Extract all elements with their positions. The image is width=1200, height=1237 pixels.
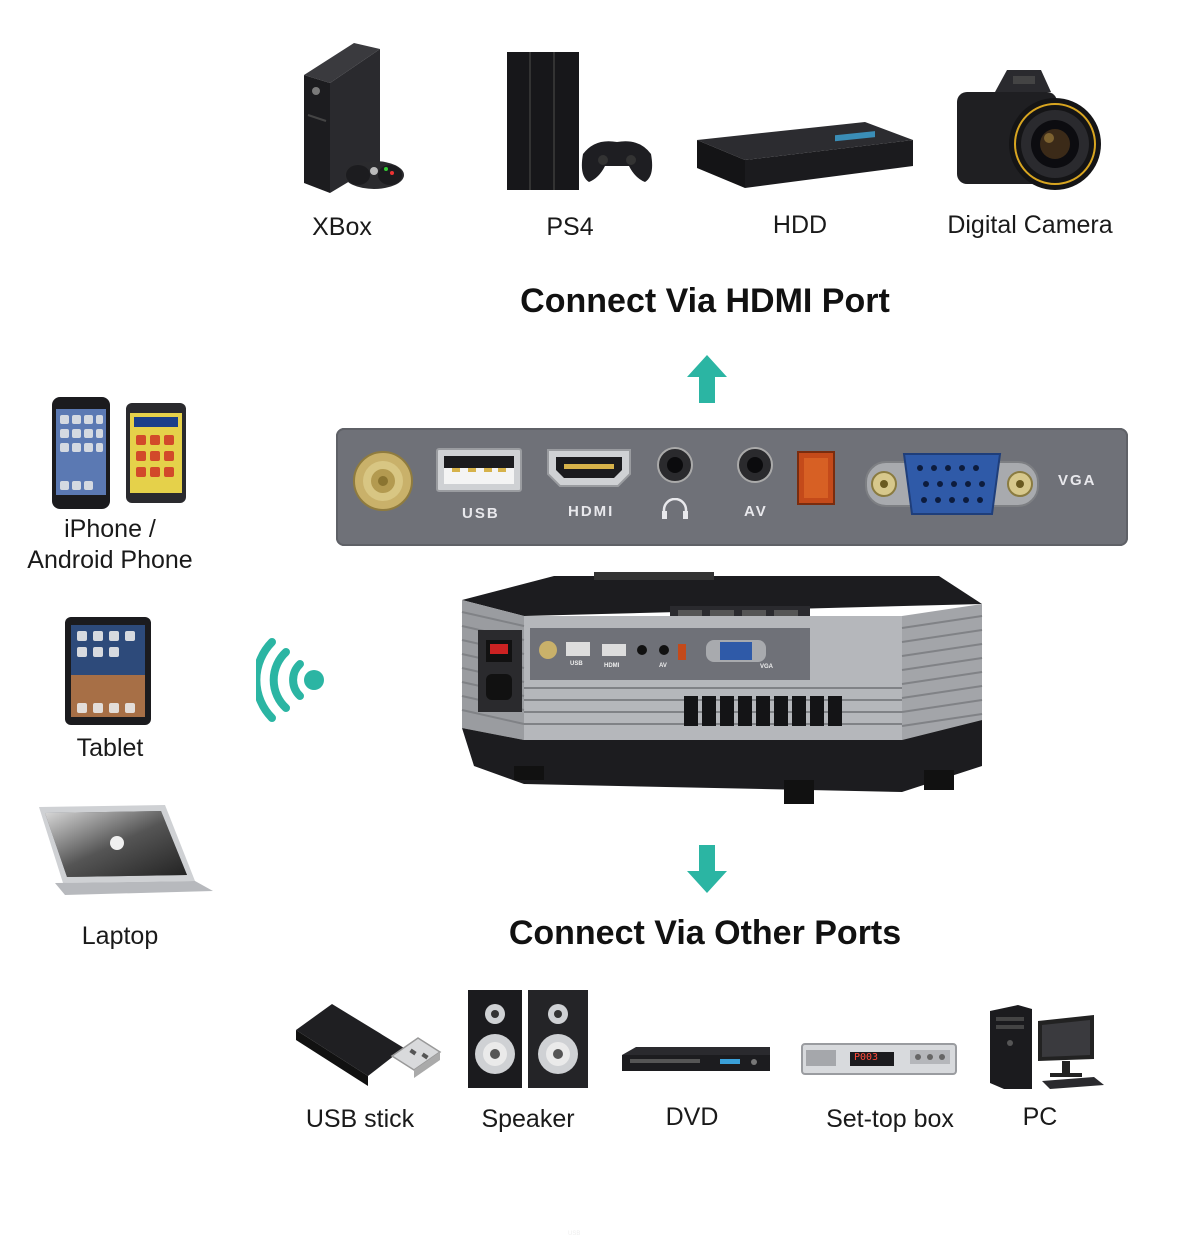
speaker-label: Speaker — [481, 1105, 575, 1133]
ps4-console-icon — [507, 52, 653, 190]
dvd-player-icon — [622, 1047, 770, 1071]
usb-stick-image — [292, 1000, 442, 1092]
speaker-icon — [468, 990, 588, 1088]
tablet-image — [63, 615, 153, 727]
hdd-box-icon — [697, 122, 913, 188]
mini-vga-text: VGA — [760, 664, 774, 670]
arrow-up-icon — [685, 353, 729, 405]
vga-port-label: VGA — [1058, 472, 1097, 489]
phone-label-line1: iPhone / — [64, 515, 156, 543]
wireless-icon — [256, 638, 328, 722]
pc-image — [988, 1003, 1106, 1089]
port-panel: USB HDMI AV VGA — [336, 428, 1128, 546]
headphone-icon — [662, 498, 688, 519]
phones-image — [50, 395, 190, 510]
pc-icon — [990, 1005, 1104, 1089]
mini-hdmi-text: HDMI — [604, 663, 620, 669]
pc-label: PC — [1022, 1103, 1058, 1131]
phone-label-line2: Android Phone — [27, 546, 193, 574]
settop-display: P003 — [854, 1052, 879, 1063]
other-heading: Connect Via Other Ports — [508, 914, 902, 952]
xbox-console-icon — [304, 43, 404, 193]
hdd-image — [695, 120, 915, 190]
smartphones-icon — [52, 397, 186, 509]
hdd-label: HDD — [772, 211, 828, 239]
settop-label: Set-top box — [826, 1105, 954, 1133]
mini-usb-text: USB — [570, 661, 583, 667]
tablet-icon — [65, 617, 151, 725]
usb-stick-icon — [296, 1004, 442, 1086]
dvd-label: DVD — [665, 1103, 719, 1131]
hdmi-heading: Connect Via HDMI Port — [520, 282, 890, 320]
camera-image — [955, 62, 1105, 197]
hdmi-port-icon — [547, 449, 631, 487]
laptop-label: Laptop — [81, 922, 159, 950]
projector-image: USB — [444, 570, 989, 1237]
dslr-camera-icon — [957, 70, 1101, 190]
laptop-image — [35, 803, 215, 895]
usb-port-icon — [436, 448, 522, 492]
arrow-down-icon — [685, 843, 729, 895]
av-jack-icon — [737, 447, 773, 483]
xbox-image — [292, 35, 412, 195]
ps4-label: PS4 — [546, 213, 594, 241]
settop-image: P003 — [800, 1040, 958, 1078]
camera-label: Digital Camera — [947, 211, 1113, 239]
usb-stick-label: USB stick — [305, 1105, 415, 1133]
mini-usb-label: USB — [568, 1231, 581, 1237]
tablet-label: Tablet — [76, 734, 144, 762]
vga-port-icon — [865, 453, 1039, 515]
usb-port-label: USB — [462, 505, 500, 522]
headphone-jack-icon — [657, 447, 693, 483]
projector-icon — [461, 572, 983, 804]
dvd-image — [620, 1045, 772, 1075]
laptop-icon — [39, 805, 213, 895]
coax-port-icon — [353, 451, 413, 511]
speaker-image — [466, 988, 591, 1090]
av-port-label: AV — [744, 503, 768, 520]
hdmi-port-label: HDMI — [568, 503, 615, 520]
mini-av-text: AV — [659, 663, 667, 669]
xbox-label: XBox — [312, 213, 372, 241]
ps4-image — [505, 50, 655, 195]
settop-box-icon — [801, 1043, 957, 1075]
ir-receiver-icon — [797, 451, 835, 505]
